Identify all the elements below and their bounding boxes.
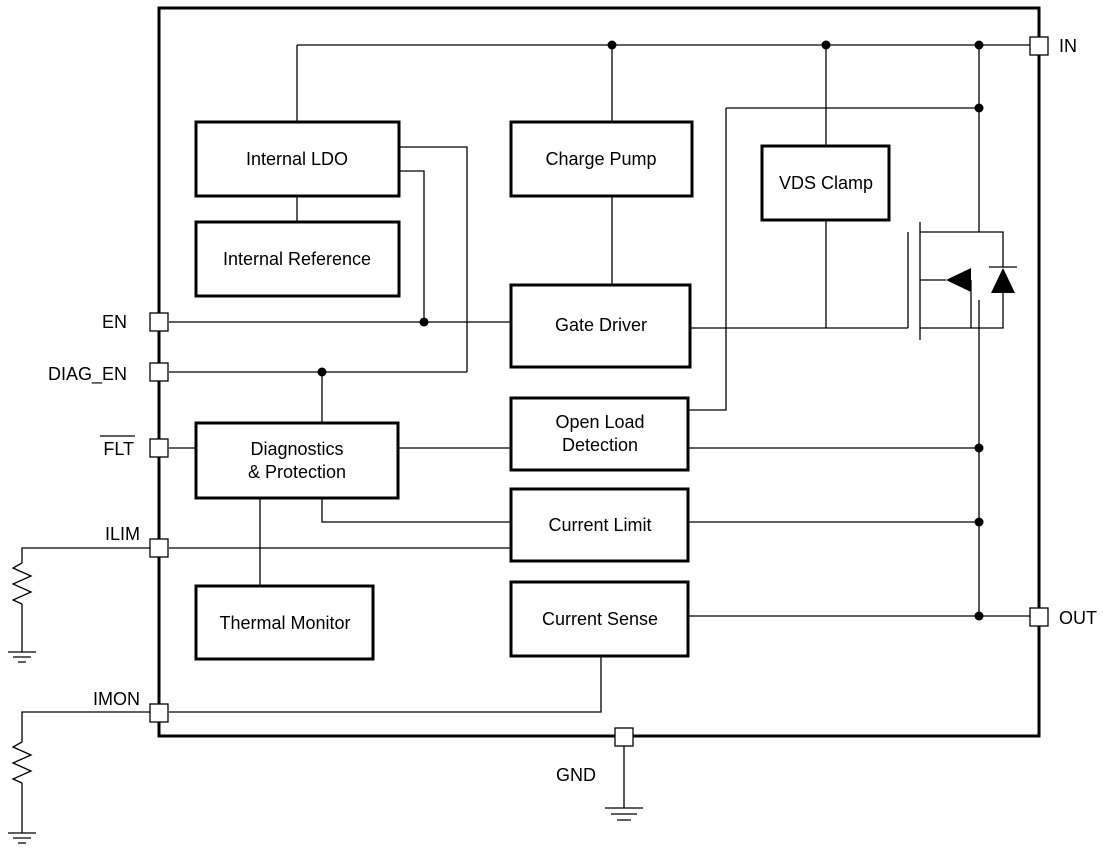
internal-ldo-label: Internal LDO (246, 149, 348, 169)
block-internal-ldo: Internal LDO (194, 120, 401, 198)
pin-imon-label: IMON (93, 689, 140, 709)
block-diagnostics-protection: Diagnostics & Protection (194, 421, 400, 500)
open-load-label-line1: Open Load (555, 412, 644, 432)
block-vds-clamp: VDS Clamp (760, 144, 891, 222)
pin-gnd-label: GND (556, 765, 596, 785)
pin-imon (149, 703, 169, 723)
thermal-monitor-label: Thermal Monitor (219, 613, 350, 633)
block-gate-driver: Gate Driver (509, 283, 692, 369)
current-limit-label: Current Limit (548, 515, 651, 535)
internal-reference-label: Internal Reference (223, 249, 371, 269)
block-internal-reference: Internal Reference (194, 220, 401, 298)
gate-driver-label: Gate Driver (555, 315, 647, 335)
block-thermal-monitor: Thermal Monitor (194, 584, 375, 661)
block-current-sense: Current Sense (509, 580, 690, 658)
pin-en (149, 312, 169, 332)
pin-diag-en-label: DIAG_EN (48, 364, 127, 385)
charge-pump-label: Charge Pump (545, 149, 656, 169)
pin-flt (149, 438, 169, 458)
pin-diag-en (149, 362, 169, 382)
pin-flt-label: FLT (103, 439, 134, 459)
pin-out-label: OUT (1059, 608, 1097, 628)
pin-in (1029, 36, 1049, 56)
open-load-label-line2: Detection (562, 435, 638, 455)
block-open-load-detection: Open Load Detection (509, 396, 690, 472)
power-mosfet-icon (907, 222, 1017, 340)
pin-gnd (614, 727, 634, 747)
block-current-limit: Current Limit (509, 487, 690, 563)
block-charge-pump: Charge Pump (509, 120, 694, 198)
current-sense-label: Current Sense (542, 609, 658, 629)
diagnostics-label-line1: Diagnostics (250, 439, 343, 459)
pin-out (1029, 607, 1049, 627)
pin-en-label: EN (102, 312, 127, 332)
vds-clamp-label: VDS Clamp (779, 173, 873, 193)
pin-ilim (149, 538, 169, 558)
pin-in-label: IN (1059, 36, 1077, 56)
diagnostics-label-line2: & Protection (248, 462, 346, 482)
pin-ilim-label: ILIM (105, 524, 140, 544)
junction-dots (317, 40, 984, 621)
